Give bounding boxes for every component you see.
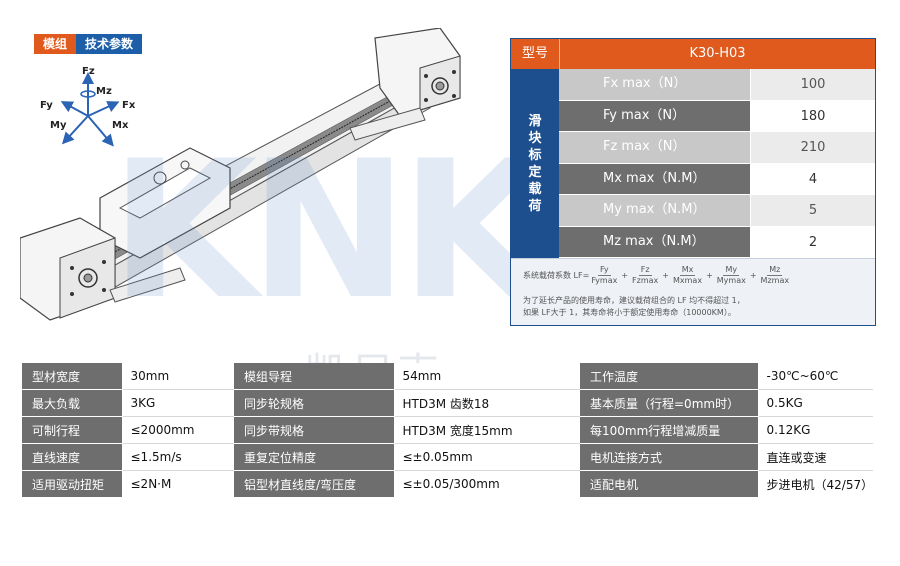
parameter-label: 同步轮规格 (234, 389, 395, 417)
model-row: 型号 K30-H03 (511, 39, 875, 69)
axis-label-mx: Mx (112, 120, 129, 131)
parameter-label: 直线速度 (22, 443, 123, 471)
parameter-value: 直连或变速 (758, 443, 873, 471)
spec-row-mz: Mz max（N.M）2 (559, 226, 875, 258)
axis-label-fy: Fy (40, 100, 53, 111)
spec-row-fz: Fz max（N）210 (559, 132, 875, 164)
parameter-label: 铝型材直线度/弯压度 (234, 470, 395, 498)
model-label: 型号 (511, 39, 560, 69)
load-spec-table: 型号 K30-H03 滑块 标定 载荷 Fx max（N）100 Fy max（… (510, 38, 876, 326)
axes-arrows (60, 72, 120, 147)
parameter-value: -30℃~60℃ (758, 363, 873, 390)
parameter-label: 模组导程 (234, 363, 395, 390)
model-value: K30-H03 (689, 46, 746, 61)
parameter-label: 型材宽度 (22, 363, 123, 390)
params-tag: 技术参数 (76, 34, 142, 54)
spec-row-mx: Mx max（N.M）4 (559, 163, 875, 195)
parameter-label: 工作温度 (580, 363, 759, 390)
parameter-value: 步进电机（42/57） (758, 470, 873, 498)
spec-row-fx: Fx max（N）100 (559, 69, 875, 101)
axis-label-fx: Fx (122, 100, 136, 111)
module-tag: 模组 (34, 34, 76, 54)
parameter-label: 每100mm行程增减质量 (580, 416, 759, 444)
parameter-label: 基本质量（行程=0mm时） (580, 389, 759, 417)
axis-label-fz: Fz (82, 66, 95, 77)
watermark-logo: KNK (110, 120, 547, 341)
parameter-value: ≤2N·M (122, 470, 234, 498)
parameter-value: 54mm (394, 363, 580, 390)
linear-module-illustration (20, 28, 461, 321)
parameter-value: ≤1.5m/s (122, 443, 234, 471)
parameter-value: 30mm (122, 363, 234, 390)
lf-note: 为了延长产品的使用寿命，建议载荷组合的 LF 均不得超过 1， 如果 LF大于 … (511, 291, 875, 325)
parameter-label: 电机连接方式 (580, 443, 759, 471)
parameter-value: 0.5KG (758, 389, 873, 417)
axis-label-my: My (50, 120, 67, 131)
parameter-value: HTD3M 齿数18 (394, 389, 580, 417)
parameter-label: 最大负载 (22, 389, 123, 417)
spec-row-my: My max（N.M）5 (559, 195, 875, 227)
rated-load-label: 滑块 标定 载荷 (511, 69, 559, 258)
spec-row-fy: Fy max（N）180 (559, 100, 875, 132)
parameter-label: 重复定位精度 (234, 443, 395, 471)
parameter-value: HTD3M 宽度15mm (394, 416, 580, 444)
parameter-label: 可制行程 (22, 416, 123, 444)
parameter-value: 3KG (122, 389, 234, 417)
parameter-value: ≤2000mm (122, 416, 234, 444)
parameter-value: ≤±0.05/300mm (394, 470, 580, 498)
parameter-label: 适用驱动扭矩 (22, 470, 123, 498)
parameter-value: ≤±0.05mm (394, 443, 580, 471)
axis-label-mz: Mz (96, 86, 112, 97)
parameter-label: 同步带规格 (234, 416, 395, 444)
parameter-value: 0.12KG (758, 416, 873, 444)
parameter-label: 适配电机 (580, 470, 759, 498)
